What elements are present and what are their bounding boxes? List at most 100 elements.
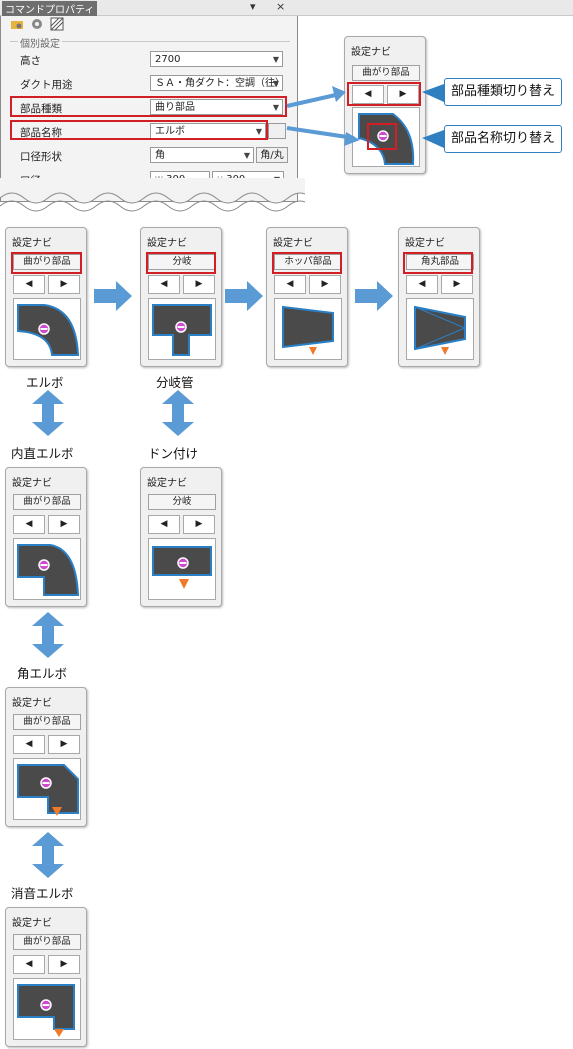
prev-button[interactable]: ◀ (406, 275, 438, 294)
category-highlight (11, 252, 82, 274)
nav-title: 設定ナビ (12, 918, 52, 929)
part-type-select[interactable]: 曲り部品 ▼ (150, 99, 283, 115)
part-name-label: 部品名称 (20, 127, 62, 139)
nav-title: 設定ナビ (12, 238, 52, 249)
shape-toggle-button[interactable]: 角/丸 (256, 147, 288, 163)
next-button[interactable]: ▶ (183, 275, 215, 294)
next-button[interactable]: ▶ (441, 275, 473, 294)
connector-arrows (286, 86, 360, 146)
nav-title: 設定ナビ (273, 238, 313, 249)
callout-pointers (422, 84, 444, 148)
double-arrow-1 (32, 390, 64, 436)
prev-button[interactable]: ◀ (148, 515, 180, 534)
height-select[interactable]: 2700 ▼ (150, 51, 283, 67)
nav-title: 設定ナビ (147, 478, 187, 489)
hopper-preview (274, 298, 342, 360)
branch-preview (148, 298, 216, 360)
part-name-highlight (10, 120, 268, 140)
close-button[interactable]: × (276, 0, 286, 13)
panel-title: コマンドプロパティ (2, 1, 98, 16)
chevron-down-icon: ▼ (272, 103, 279, 112)
nav-category: 曲がり部品 (352, 65, 420, 81)
prev-button[interactable]: ◀ (13, 515, 45, 534)
category-highlight (146, 252, 216, 274)
nav-preview-highlight (367, 123, 397, 150)
nav-don: 設定ナビ 分岐 ◀ ▶ (140, 467, 222, 607)
part-preview (352, 107, 420, 167)
nav-silencer-elbow: 設定ナビ 曲がり部品 ◀ ▶ (5, 907, 87, 1047)
nav-category: 分岐 (148, 494, 216, 510)
chevron-down-icon: ▼ (272, 79, 279, 88)
port-shape-label: 口径形状 (20, 151, 62, 163)
callout-switch-type: 部品種類切り替え (444, 78, 563, 106)
right-arrow-1 (94, 281, 132, 311)
next-button[interactable]: ▶ (48, 955, 80, 974)
nav-category: 角丸部品 (406, 254, 474, 270)
chevron-down-icon: ▼ (272, 55, 279, 64)
nav-title: 設定ナビ (405, 238, 445, 249)
next-button[interactable]: ▶ (387, 85, 419, 104)
category-highlight (272, 252, 342, 274)
duct-usage-select[interactable]: ＳＡ・角ダクト：空調（往）▼ (150, 75, 285, 91)
duct-usage-label: ダクト用途 (20, 79, 73, 91)
double-arrow-3 (32, 612, 64, 658)
square-elbow-preview (13, 758, 81, 820)
nav-title: 設定ナビ (12, 478, 52, 489)
part-type-highlight (10, 96, 287, 117)
right-arrow-2 (225, 281, 263, 311)
label-don: ドン付け (148, 446, 199, 461)
part-type-value: 曲り部品 (155, 102, 195, 113)
nav-category: 曲がり部品 (13, 934, 81, 950)
hatch-icon[interactable] (50, 17, 64, 31)
next-button[interactable]: ▶ (183, 515, 215, 534)
pin-button[interactable]: ▾ (250, 0, 256, 13)
category-highlight (403, 252, 473, 274)
label-elbow: エルボ (26, 375, 64, 390)
callout-switch-name: 部品名称切り替え (444, 125, 563, 153)
nav-hopper: 設定ナビ ホッパ部品 ◀ ▶ (266, 227, 348, 367)
chevron-down-icon: ▼ (243, 151, 250, 160)
port-shape-select[interactable]: 角▼ (150, 147, 254, 163)
prev-button[interactable]: ◀ (13, 735, 45, 754)
prev-button[interactable]: ◀ (352, 85, 384, 104)
part-type-label: 部品種類 (20, 103, 62, 115)
torn-edge (0, 178, 305, 212)
nav-title: 設定ナビ (351, 47, 391, 58)
nav-square-round: 設定ナビ 角丸部品 ◀ ▶ (398, 227, 480, 367)
square-round-preview (406, 298, 474, 360)
nav-branch: 設定ナビ 分岐 ◀ ▶ (140, 227, 222, 367)
part-name-extra-button[interactable] (268, 123, 286, 139)
prev-button[interactable]: ◀ (13, 955, 45, 974)
next-button[interactable]: ▶ (309, 275, 341, 294)
double-arrow-2 (162, 390, 194, 436)
group-label: 個別設定 (18, 35, 62, 50)
chevron-down-icon: ▼ (255, 127, 262, 136)
prev-button[interactable]: ◀ (148, 275, 180, 294)
nav-category: 曲がり部品 (13, 714, 81, 730)
height-label: 高さ (20, 55, 41, 67)
double-arrow-4 (32, 832, 64, 878)
height-value: 2700 (155, 54, 181, 65)
next-button[interactable]: ▶ (48, 275, 80, 294)
don-preview (148, 538, 216, 600)
port-shape-value: 角 (155, 150, 165, 161)
nav-category: 曲がり部品 (13, 494, 81, 510)
gear-icon[interactable] (30, 17, 44, 31)
group-divider (10, 41, 290, 42)
nav-inner-elbow: 設定ナビ 曲がり部品 ◀ ▶ (5, 467, 87, 607)
panel-titlebar: コマンドプロパティ ▾ × (0, 0, 573, 16)
next-button[interactable]: ▶ (48, 515, 80, 534)
silencer-elbow-preview (13, 978, 81, 1040)
part-name-value: エルボ (155, 126, 185, 137)
label-silencer-elbow: 消音エルボ (11, 886, 74, 901)
label-inner-elbow: 内直エルボ (11, 446, 74, 461)
nav-arrows-highlight (347, 82, 421, 106)
nav-square-elbow: 設定ナビ 曲がり部品 ◀ ▶ (5, 687, 87, 827)
nav-title: 設定ナビ (12, 698, 52, 709)
next-button[interactable]: ▶ (48, 735, 80, 754)
folder-gear-icon[interactable] (10, 17, 24, 31)
nav-elbow: 設定ナビ 曲がり部品 ◀ ▶ (5, 227, 87, 367)
label-square-elbow: 角エルボ (17, 666, 68, 681)
prev-button[interactable]: ◀ (274, 275, 306, 294)
prev-button[interactable]: ◀ (13, 275, 45, 294)
